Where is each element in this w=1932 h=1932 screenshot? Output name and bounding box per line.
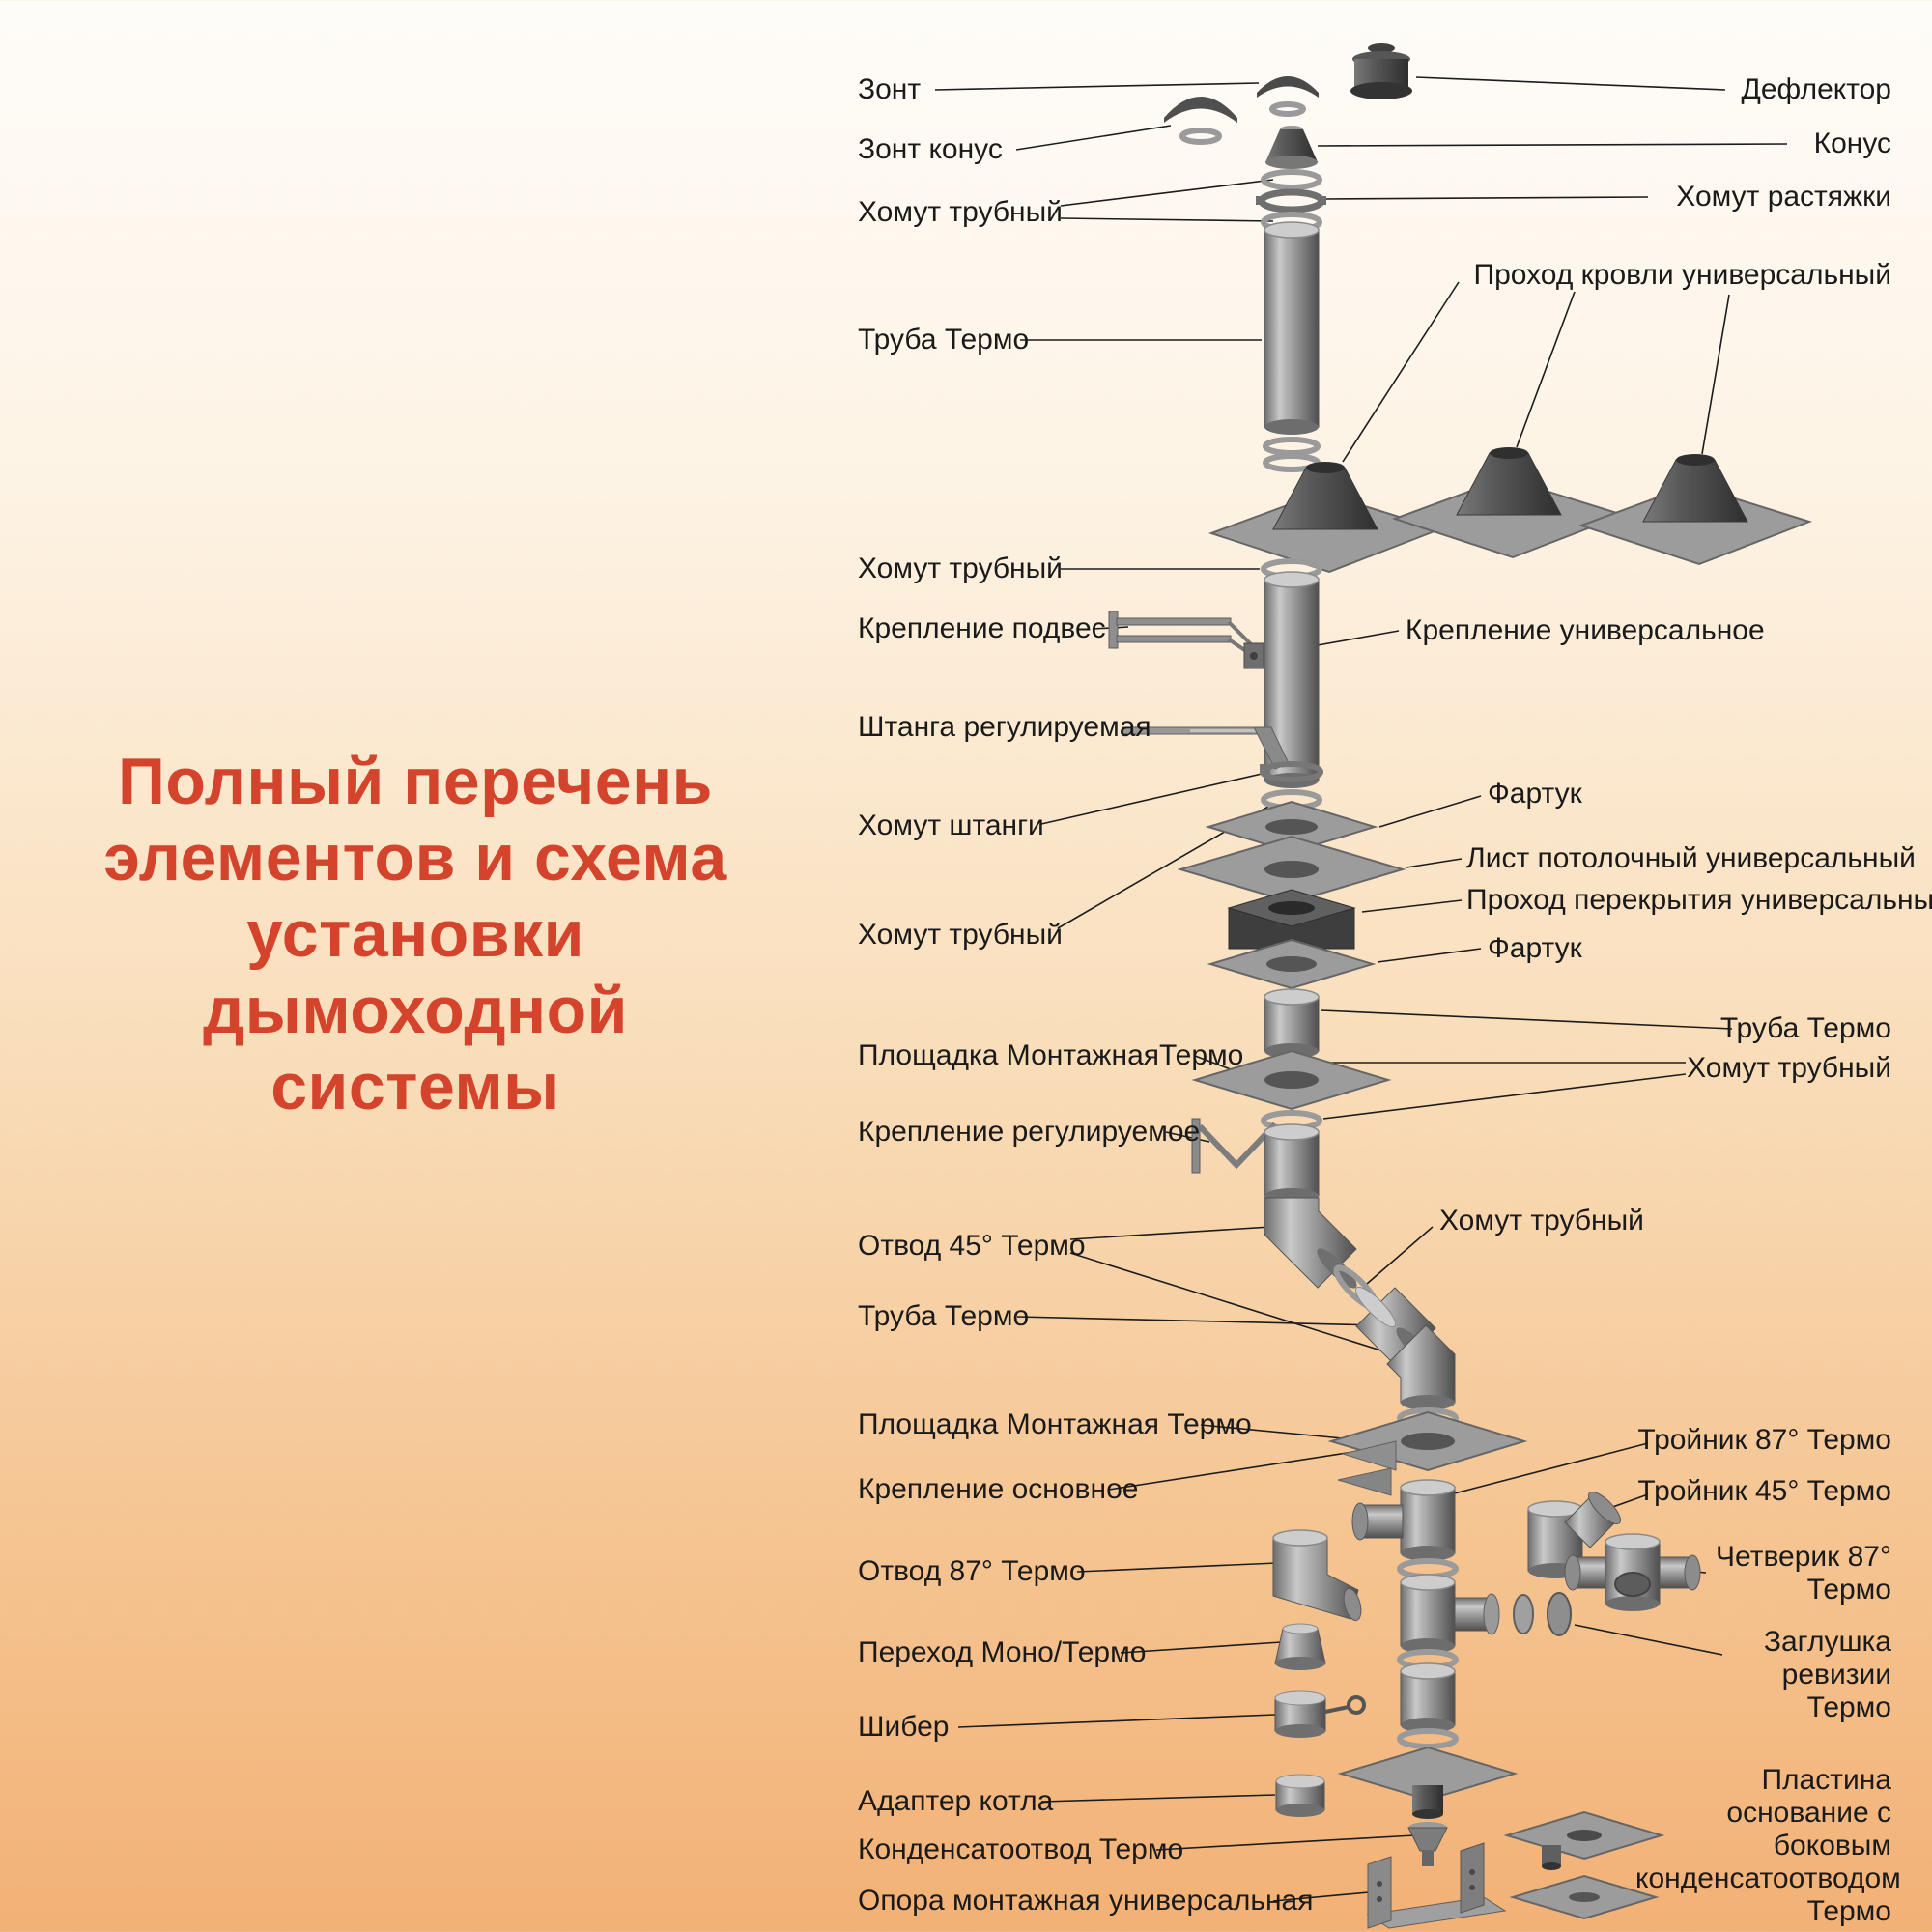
part-ring-c1 [1263, 437, 1321, 456]
label-deflektor: Дефлектор [1741, 73, 1891, 105]
part-zaglushka-revizii [1513, 1592, 1572, 1636]
part-prokhod-krovli-3 [1577, 454, 1813, 566]
part-khomut-rastyazhki [1256, 188, 1326, 213]
part-chetverik-87 [1564, 1533, 1701, 1611]
part-ploshchadka-montazhnaya-2 [1327, 1410, 1528, 1472]
label-shiber: Шибер [858, 1711, 950, 1743]
part-krepleniye-podves [1108, 611, 1260, 661]
part-prokhod-krovli-2 [1391, 447, 1627, 559]
part-krepleniye-universalnoe [1243, 642, 1264, 669]
part-ploshchadka-montazhnaya-1 [1191, 1049, 1392, 1111]
part-truba-termo-5 [1400, 1662, 1456, 1733]
label-list-potolochny: Лист потолочный универсальный [1466, 842, 1916, 874]
label-zaglushka: Заглушка ревизии Термо [1763, 1626, 1891, 1723]
label-prokhod-perekrytiya: Проход перекрытия универсальный [1466, 884, 1932, 916]
label-ploshchadka-1: Площадка МонтажнаяТермо [858, 1039, 1244, 1071]
part-truba-termo-4 [1264, 1123, 1320, 1204]
part-adapter-kotla [1275, 1774, 1325, 1817]
part-plastina-osnovanie [1337, 1746, 1519, 1819]
label-otvod-45: Отвод 45° Термо [858, 1230, 1086, 1262]
label-khomut-trubny-3: Хомут трубный [858, 919, 1063, 951]
part-konus [1265, 126, 1318, 169]
label-shtanga: Штанга регулируемая [858, 711, 1151, 743]
label-zont: Зонт [858, 73, 922, 105]
label-prokhod-krovli: Проход кровли универсальный [1473, 259, 1891, 291]
part-deflektor [1350, 43, 1412, 99]
label-konus: Конус [1813, 128, 1891, 159]
page-title: Полный перечень элементов и схема устано… [53, 744, 778, 1124]
leader-lines [934, 76, 1788, 1902]
part-otvod-87 [1272, 1529, 1362, 1622]
label-krepleniye-osnovnoe: Крепление основное [858, 1473, 1139, 1505]
label-fartuk-2: Фартук [1488, 932, 1582, 964]
label-truba-termo-1: Труба Термо [858, 324, 1030, 355]
part-kondensatootvod [1407, 1822, 1448, 1866]
title-line-4: дымоходной [203, 973, 628, 1047]
part-shiber [1274, 1690, 1366, 1738]
label-troinik-87: Тройник 87° Термо [1637, 1424, 1891, 1456]
label-truba-termo-2: Труба Термо [858, 1300, 1030, 1332]
label-khomut-shtangi: Хомут штанги [858, 810, 1044, 841]
label-adapter-kotla: Адаптер котла [858, 1785, 1054, 1817]
part-zont [1257, 76, 1319, 117]
part-list-potolochny [1177, 835, 1406, 904]
label-khomut-rastyazhki: Хомут растяжки [1676, 181, 1891, 213]
part-opora-montazhnaya [1366, 1842, 1507, 1929]
part-fartuk-2 [1207, 938, 1377, 990]
label-perekhod: Переход Моно/Термо [858, 1636, 1147, 1668]
part-perekhod-mono-termo [1274, 1623, 1326, 1670]
label-troinik-45: Тройник 45° Термо [1637, 1475, 1891, 1507]
part-shtanga-reguliruemaya [1122, 726, 1290, 770]
label-zont-konus: Зонт конус [858, 133, 1003, 165]
part-plastina-bokovoy-kondensatootvod [1503, 1810, 1665, 1870]
label-otvod-87: Отвод 87° Термо [858, 1555, 1086, 1587]
part-khomut-shtangi [1260, 761, 1323, 782]
title-line-2: элементов и схема [103, 820, 727, 895]
label-khomut-trubny-r2: Хомут трубный [1439, 1205, 1644, 1236]
label-krepleniye-regul: Крепление регулируемое [858, 1116, 1201, 1148]
part-truba-termo-3 [1264, 988, 1320, 1059]
label-kondensatootvod: Конденсатоотвод Термо [858, 1833, 1184, 1865]
title-line-3: установки [246, 896, 584, 971]
part-khomut-trubny-ring-a [1261, 169, 1322, 190]
part-otvod-45-a [1264, 1197, 1357, 1289]
part-plastina-ploskaya [1509, 1874, 1660, 1920]
label-krepleniye-universalnoe: Крепление универсальное [1406, 614, 1765, 646]
part-troinik-87 [1351, 1479, 1456, 1561]
part-reviziya [1400, 1574, 1500, 1654]
label-truba-termo-r: Труба Термо [1719, 1012, 1891, 1044]
label-fartuk-1: Фартук [1488, 778, 1582, 810]
part-krepleniye-osnovnoe [1337, 1440, 1397, 1496]
label-ploshchadka-2: Площадка Монтажная Термо [858, 1408, 1252, 1440]
part-otvod-45-b [1386, 1324, 1456, 1410]
part-truba-termo-1 [1264, 221, 1320, 435]
label-khomut-trubny-r1: Хомут трубный [1687, 1052, 1891, 1084]
part-troinik-45 [1527, 1491, 1622, 1578]
label-plastina: Пластина основание с боковым конденсатоо… [1635, 1764, 1901, 1927]
label-krepleniye-podves: Крепление подвес [858, 612, 1106, 644]
label-khomut-trubny-1: Хомут трубный [858, 196, 1063, 228]
label-chetverik: Четверик 87° Термо [1716, 1541, 1891, 1605]
title-line-5: системы [270, 1049, 560, 1123]
title-line-1: Полный перечень [118, 745, 713, 818]
part-khomut-trubny-ring-k [1397, 1728, 1459, 1749]
label-khomut-trubny-2: Хомут трубный [858, 553, 1063, 584]
label-opora: Опора монтажная универсальная [858, 1885, 1314, 1917]
part-zont-konus [1164, 97, 1237, 145]
part-fartuk-1 [1205, 800, 1378, 854]
